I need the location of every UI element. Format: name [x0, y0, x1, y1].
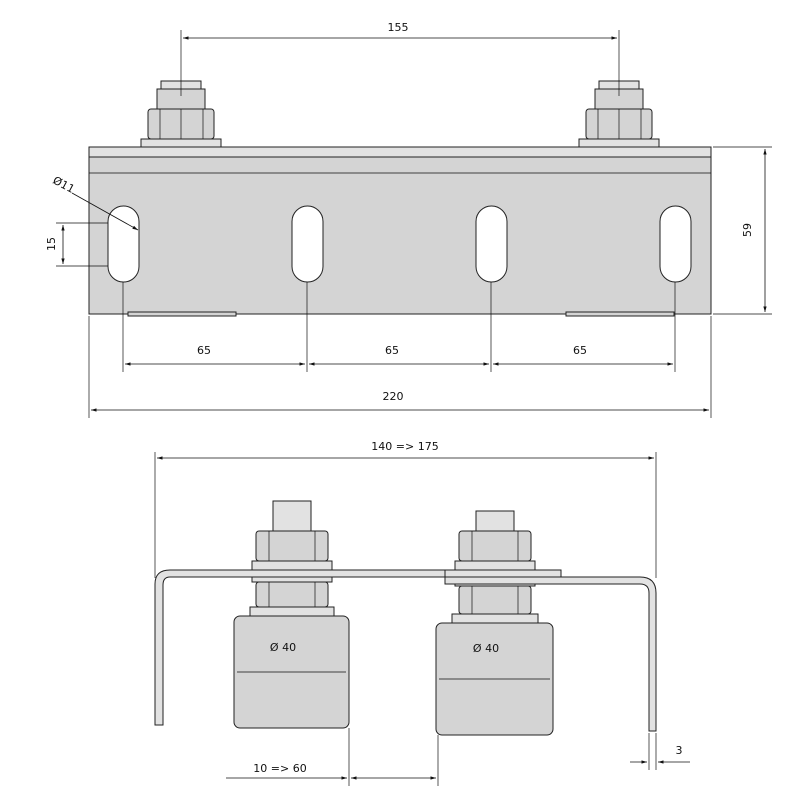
- dim-bolt-spacing: 155: [180, 21, 620, 96]
- dim-plate-thickness-label: 3: [676, 744, 683, 757]
- slot-3: [475, 205, 508, 283]
- dim-width-range-label: 140 => 175: [371, 440, 438, 453]
- dim-wheel-gap: 10 => 60: [226, 728, 439, 786]
- dim-bolt-spacing-label: 155: [388, 21, 409, 34]
- dim-slot-spacing: 65 65 65: [122, 282, 676, 372]
- wheel-left-diameter-label: Ø 40: [270, 641, 296, 654]
- top-bracket-plate: [88, 146, 712, 317]
- slot-2: [291, 205, 324, 283]
- dim-total-width-label: 220: [383, 390, 404, 403]
- dim-total-width: 220: [88, 316, 712, 418]
- top-bolt-left: [140, 80, 222, 148]
- slot-4: [659, 205, 692, 283]
- dim-wheel-gap-label: 10 => 60: [253, 762, 306, 775]
- dim-spacing-3-label: 65: [573, 344, 587, 357]
- dim-slot-height-label: 15: [45, 237, 58, 251]
- dim-slot-diameter-label: Ø11: [51, 174, 77, 196]
- side-u-bracket: [154, 569, 657, 732]
- slot-1: [107, 205, 140, 283]
- roller-assembly-right: Ø 40: [435, 510, 554, 736]
- wheel-right-diameter-label: Ø 40: [473, 642, 499, 655]
- dim-height-label: 59: [741, 223, 754, 237]
- dim-spacing-2-label: 65: [385, 344, 399, 357]
- side-view: 140 => 175 Ø 40: [154, 440, 690, 786]
- dim-height: 59: [713, 146, 772, 315]
- dim-width-range: 140 => 175: [154, 440, 657, 578]
- dim-slot-height: 15: [45, 222, 108, 267]
- dim-plate-thickness: 3: [630, 733, 690, 770]
- roller-assembly-left: Ø 40: [233, 500, 350, 729]
- top-view: 155 59 Ø11 15: [45, 21, 772, 418]
- dim-spacing-1-label: 65: [197, 344, 211, 357]
